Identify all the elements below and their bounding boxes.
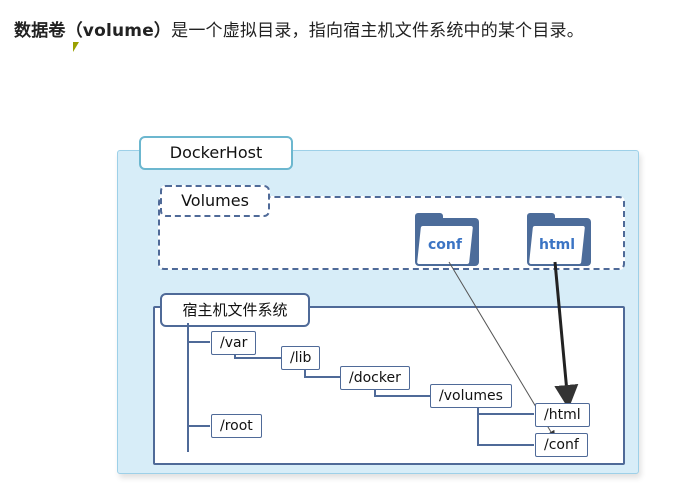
tree-node-lib: /lib bbox=[281, 346, 321, 370]
tree-node-var: /var bbox=[211, 331, 257, 355]
folder-conf-icon: conf bbox=[415, 213, 481, 268]
mouse-cursor-icon bbox=[73, 42, 79, 52]
tree-node-volumes: /volumes bbox=[430, 384, 512, 408]
tree-node-html: /html bbox=[535, 403, 590, 427]
docker-host-label: DockerHost bbox=[139, 136, 293, 170]
tree-node-root: /root bbox=[211, 414, 262, 438]
page-caption: 数据卷（volume）是一个虚拟目录，指向宿主机文件系统中的某个目录。 bbox=[14, 16, 584, 41]
tree-node-conf: /conf bbox=[535, 433, 588, 457]
host-filesystem-label: 宿主机文件系统 bbox=[160, 293, 310, 327]
caption-rest: 是一个虚拟目录，指向宿主机文件系统中的某个目录。 bbox=[171, 21, 584, 41]
tree-node-docker: /docker bbox=[340, 366, 410, 390]
caption-term: 数据卷（volume） bbox=[14, 21, 172, 41]
volumes-label: Volumes bbox=[160, 185, 270, 217]
folder-html-icon: html bbox=[527, 213, 593, 268]
